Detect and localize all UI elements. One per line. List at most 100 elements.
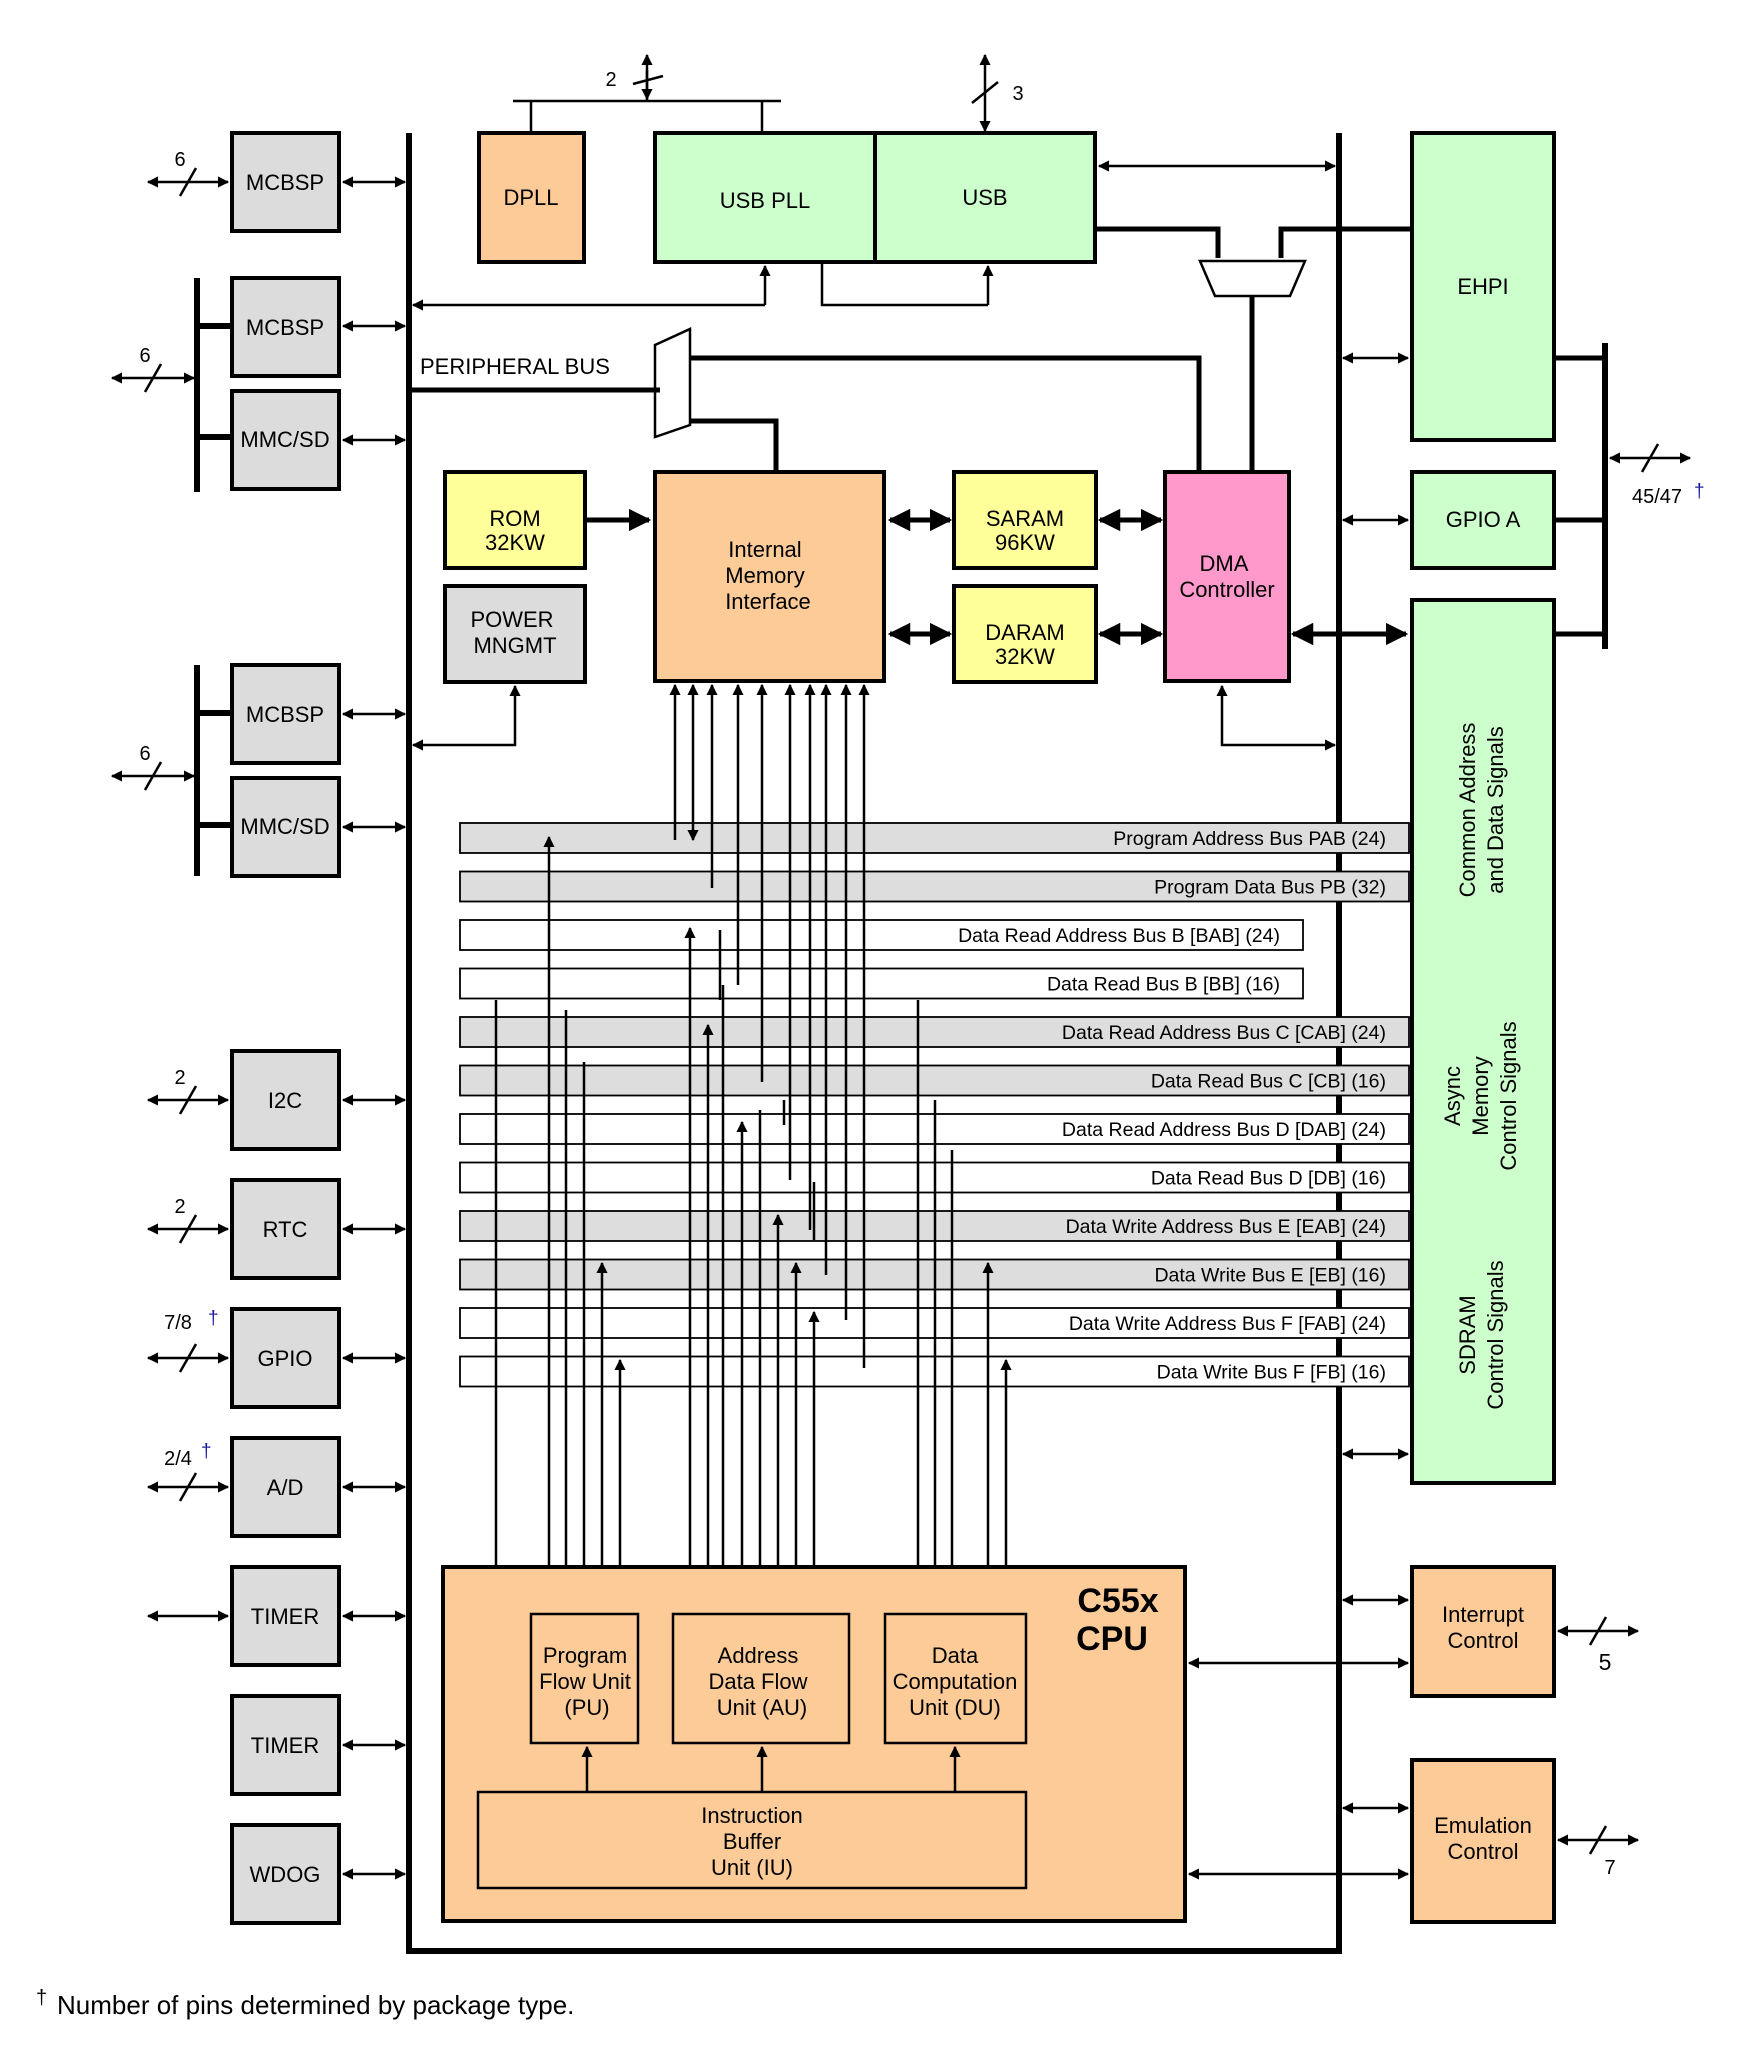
gpio-a-block: GPIO A xyxy=(1410,470,1556,570)
dagger-mark: † xyxy=(208,1308,219,1329)
footnote: † Number of pins determined by package t… xyxy=(36,1987,574,2020)
imi-label-line3: Interface xyxy=(725,589,811,614)
mcbsp-label: MCBSP xyxy=(246,702,324,727)
bus-bar xyxy=(459,967,1304,1000)
usb-label: USB xyxy=(962,185,1007,210)
emulation-label-line1: Emulation xyxy=(1434,1813,1532,1838)
footnote-mark: † xyxy=(36,1987,47,2009)
left-peripherals: MCBSP MCBSP MMC/SD MCBSP MMC/SD I2C RTC xyxy=(230,131,341,1925)
au-label-line2: Data Flow xyxy=(708,1669,807,1694)
bus-bar xyxy=(459,870,1410,903)
bus-label: Data Write Bus E [EB] (16) xyxy=(1154,1265,1386,1287)
pin-count-label: 45/47 xyxy=(1632,486,1682,508)
mcbsp-block-2: MCBSP xyxy=(230,276,341,378)
mmcsd-block-1: MMC/SD xyxy=(230,389,341,491)
imi-label-line2: Memory xyxy=(725,563,804,588)
footnote-text: Number of pins determined by package typ… xyxy=(57,1990,574,2020)
iu-label-line1: Instruction xyxy=(701,1803,803,1828)
mcbsp-label: MCBSP xyxy=(246,170,324,195)
du-block: Data Computation Unit (DU) xyxy=(883,1612,1028,1745)
pin-count-label: 3 xyxy=(1012,83,1023,105)
bus-label: Data Read Bus C [CB] (16) xyxy=(1151,1071,1386,1093)
common-signals-line2: and Data Signals xyxy=(1483,726,1508,894)
usb-block: USB xyxy=(873,131,1097,264)
sdram-signals-line1: SDRAM xyxy=(1455,1295,1480,1374)
rom-block: ROM 32KW xyxy=(443,470,587,570)
async-signals-line2: Memory xyxy=(1468,1056,1493,1135)
dma-block: DMA Controller xyxy=(1163,470,1291,683)
cpu-title-line2: CPU xyxy=(1076,1620,1148,1658)
interrupt-label-line1: Interrupt xyxy=(1442,1602,1524,1627)
mmcsd-block-2: MMC/SD xyxy=(230,776,341,878)
pin-count-label: 5 xyxy=(1599,1649,1612,1675)
mmcsd-label: MMC/SD xyxy=(240,427,329,452)
gpio-label: GPIO xyxy=(257,1346,312,1371)
bus-label: Data Read Bus D [DB] (16) xyxy=(1151,1168,1386,1190)
pin-count-label: 6 xyxy=(139,743,150,765)
left-bus-connections xyxy=(341,176,407,1880)
dagger-mark: † xyxy=(201,1441,212,1462)
imi-block: Internal Memory Interface xyxy=(653,470,886,683)
au-block: Address Data Flow Unit (AU) xyxy=(671,1612,851,1745)
emif-signals-block: Common Address and Data Signals Async Me… xyxy=(1410,598,1556,1485)
rom-label-line1: ROM xyxy=(489,506,540,531)
ehpi-block: EHPI xyxy=(1410,131,1556,442)
dma-label-line2: Controller xyxy=(1179,577,1274,602)
timer-block-1: TIMER xyxy=(230,1565,341,1667)
bus-label: Data Read Address Bus B [BAB] (24) xyxy=(958,925,1280,947)
pin-count-label: 6 xyxy=(139,345,150,367)
saram-label-line1: SARAM xyxy=(986,506,1064,531)
pin-count-label: 6 xyxy=(174,149,185,171)
pin-count-label: 2 xyxy=(605,69,616,91)
pin-count-label: 7 xyxy=(1604,1857,1615,1879)
pin-count-label: 2/4 xyxy=(164,1448,192,1470)
bus-label: Data Write Bus F [FB] (16) xyxy=(1157,1362,1386,1384)
saram-block: SARAM 96KW xyxy=(952,470,1098,570)
rtc-label: RTC xyxy=(263,1217,308,1242)
left-pin-arrows: 6 6 6 2 2 7/8 † 2/4 † xyxy=(110,149,230,1622)
mcbsp-block-3: MCBSP xyxy=(230,663,341,765)
bus-label: Data Read Address Bus D [DAB] (24) xyxy=(1062,1119,1386,1141)
right-blocks: EHPI GPIO A Common Address and Data Sign… xyxy=(1410,131,1556,1924)
bus-label: Data Read Address Bus C [CAB] (24) xyxy=(1062,1022,1386,1044)
timer-label: TIMER xyxy=(251,1604,319,1629)
power-label-line1: POWER xyxy=(470,607,553,632)
right-connections: 45/47 † 5 7 xyxy=(1187,352,1705,1880)
timer-block-2: TIMER xyxy=(230,1694,341,1796)
pu-block: Program Flow Unit (PU) xyxy=(529,1612,640,1745)
bus-bar xyxy=(459,1064,1410,1097)
power-label-line2: MNGMT xyxy=(473,633,556,658)
ad-label: A/D xyxy=(267,1475,304,1500)
bus-label: Data Write Address Bus F [FAB] (24) xyxy=(1069,1313,1386,1335)
wdog-block: WDOG xyxy=(230,1823,341,1925)
bus-bar xyxy=(459,919,1304,951)
dpll-block: DPLL xyxy=(477,131,586,264)
bus-bar xyxy=(459,1016,1410,1048)
async-signals-line3: Control Signals xyxy=(1496,1021,1521,1170)
rtc-block: RTC xyxy=(230,1178,341,1280)
usb-pll-label: USB PLL xyxy=(720,188,811,213)
mcbsp-block-1: MCBSP xyxy=(230,131,341,233)
bus-label: Program Address Bus PAB (24) xyxy=(1113,828,1386,850)
gpio-a-label: GPIO A xyxy=(1446,507,1521,532)
iu-label-line3: Unit (IU) xyxy=(711,1855,793,1880)
pu-label-line2: Flow Unit xyxy=(539,1669,631,1694)
au-label-line3: Unit (AU) xyxy=(717,1695,807,1720)
dma-label-line1: DMA xyxy=(1200,551,1249,576)
bus-bar xyxy=(459,822,1410,854)
dagger-mark: † xyxy=(1694,481,1705,502)
memory-blocks: ROM 32KW POWER MNGMT Internal Memory Int… xyxy=(443,470,1291,684)
mcbsp-label: MCBSP xyxy=(246,315,324,340)
daram-label-line1: DARAM xyxy=(985,620,1064,645)
system-bus-lines xyxy=(194,133,1608,1954)
bus-label: Program Data Bus PB (32) xyxy=(1154,877,1386,899)
memory-connections xyxy=(411,508,1409,751)
emulation-label-line2: Control xyxy=(1448,1839,1519,1864)
sdram-signals-line2: Control Signals xyxy=(1483,1260,1508,1409)
pin-count-label: 7/8 xyxy=(164,1312,192,1334)
pu-label-line1: Program xyxy=(543,1643,627,1668)
cpu-title-line1: C55x xyxy=(1077,1582,1158,1620)
i2c-block: I2C xyxy=(230,1049,341,1151)
top-connections xyxy=(411,160,1410,472)
